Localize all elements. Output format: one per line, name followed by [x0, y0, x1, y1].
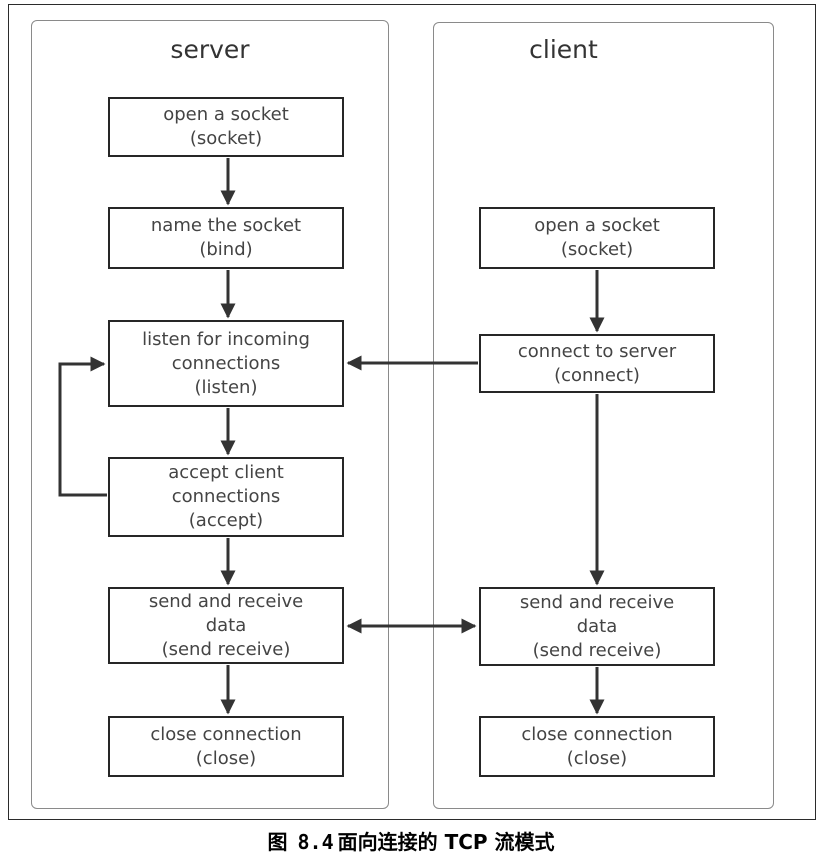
server-close-line-1: close connection — [150, 723, 302, 745]
caption-number: 8.4 — [297, 830, 334, 854]
server-lane: server — [31, 20, 389, 809]
server-close-line-2: (close) — [195, 747, 257, 769]
server-bind-box: name the socket (bind) — [108, 207, 344, 269]
figure-frame — [8, 4, 816, 820]
client-close-line-2: (close) — [566, 747, 628, 769]
server-send-receive-line-3: (send receive) — [161, 638, 291, 660]
server-lane-title: server — [170, 35, 250, 64]
client-send-receive-line-1: send and receive — [519, 591, 675, 613]
server-listen-line-1: listen for incoming — [142, 328, 310, 350]
server-accept-line-1: accept client — [168, 462, 284, 483]
server-open-socket-line-2: (socket) — [189, 128, 263, 149]
client-close-box: close connection (close) — [479, 716, 715, 777]
client-open-socket-line-1: open a socket — [534, 215, 660, 236]
client-connect-line-2: (connect) — [554, 364, 640, 386]
caption-text: 面向连接的 TCP 流模式 — [337, 830, 555, 854]
server-bind-line-2: (bind) — [199, 239, 253, 260]
server-send-receive-line-1: send and receive — [148, 590, 304, 612]
server-close-box: close connection (close) — [108, 716, 344, 777]
server-send-receive-line-2: data — [205, 614, 247, 636]
server-accept-box: accept client connections (accept) — [108, 457, 344, 537]
server-open-socket-box: open a socket (socket) — [108, 97, 344, 157]
client-send-receive-box: send and receive data (send receive) — [479, 587, 715, 666]
client-lane-title: client — [529, 35, 598, 64]
client-send-receive-line-3: (send receive) — [532, 639, 662, 661]
server-accept-line-3: (accept) — [188, 510, 264, 531]
client-connect-box: connect to server (connect) — [479, 334, 715, 393]
client-connect-line-1: connect to server — [517, 340, 677, 362]
server-open-socket-line-1: open a socket — [163, 104, 289, 125]
client-send-receive-line-2: data — [576, 615, 618, 637]
client-open-socket-line-2: (socket) — [560, 239, 634, 260]
server-listen-line-3: (listen) — [194, 376, 258, 398]
caption-prefix: 图 — [267, 830, 288, 854]
client-lane: client — [433, 22, 774, 809]
client-open-socket-box: open a socket (socket) — [479, 207, 715, 269]
server-accept-line-2: connections — [171, 486, 281, 507]
arrow-accept-loop-to-listen — [58, 356, 107, 497]
server-listen-line-2: connections — [171, 352, 281, 374]
server-bind-line-1: name the socket — [150, 215, 302, 236]
client-close-line-1: close connection — [521, 723, 673, 745]
server-listen-box: listen for incoming connections (listen) — [108, 320, 344, 407]
server-send-receive-box: send and receive data (send receive) — [108, 587, 344, 664]
